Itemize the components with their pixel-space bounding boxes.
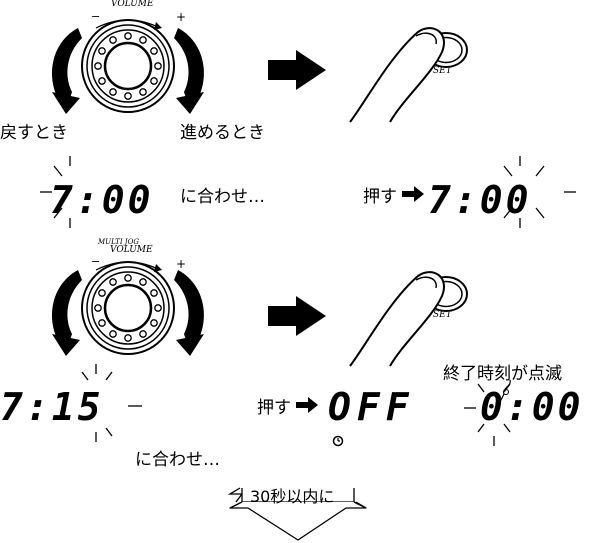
right-arrow-icon — [268, 296, 326, 336]
knob-minus-label: − — [91, 255, 101, 268]
blink-rays-icon — [503, 156, 576, 228]
alarm-clock-icon — [332, 435, 344, 447]
knob-volume-label: VOLUME — [110, 245, 153, 255]
blink-caption: 終了時刻が点滅 — [443, 364, 562, 384]
blink-rays-icon — [81, 364, 142, 442]
blink-rays-icon — [40, 156, 71, 228]
finger-press-set-icon — [349, 271, 468, 367]
set-button-label: SET — [433, 310, 452, 320]
end-time-display: 0:00 — [480, 385, 584, 429]
back-label: 戻すとき — [0, 123, 68, 143]
time-display-adjusted: 7:15 — [0, 385, 104, 429]
knob-plus-label: + — [176, 257, 187, 271]
knob-top-label: MULTI JOG — [98, 238, 139, 246]
forward-label: 進めるとき — [180, 123, 265, 143]
arrow-small-icon — [296, 397, 318, 413]
volume-knob — [52, 261, 204, 356]
right-arrow-icon — [268, 50, 326, 90]
arrow-small-icon — [402, 186, 424, 202]
blink-rays-icon — [464, 383, 511, 446]
timeout-label: 30秒以内に — [250, 487, 335, 506]
finger-press-set-icon — [349, 27, 468, 123]
volume-knob — [52, 19, 204, 114]
knob-plus-label: + — [176, 10, 187, 24]
down-arrow-frame — [227, 487, 367, 541]
knob-volume-label: VOLUME — [111, 0, 154, 9]
off-display: OFF — [328, 385, 415, 429]
press-label-2: 押す — [257, 398, 291, 418]
match-label-2: に合わせ… — [135, 450, 220, 470]
match-label-1: に合わせ… — [180, 187, 265, 207]
knob-minus-label: − — [91, 10, 101, 23]
time-display-before: 7:00 — [50, 178, 154, 222]
set-button-label: SET — [433, 66, 452, 76]
press-label-1: 押す — [363, 187, 397, 207]
time-display-after: 7:00 — [428, 178, 532, 222]
